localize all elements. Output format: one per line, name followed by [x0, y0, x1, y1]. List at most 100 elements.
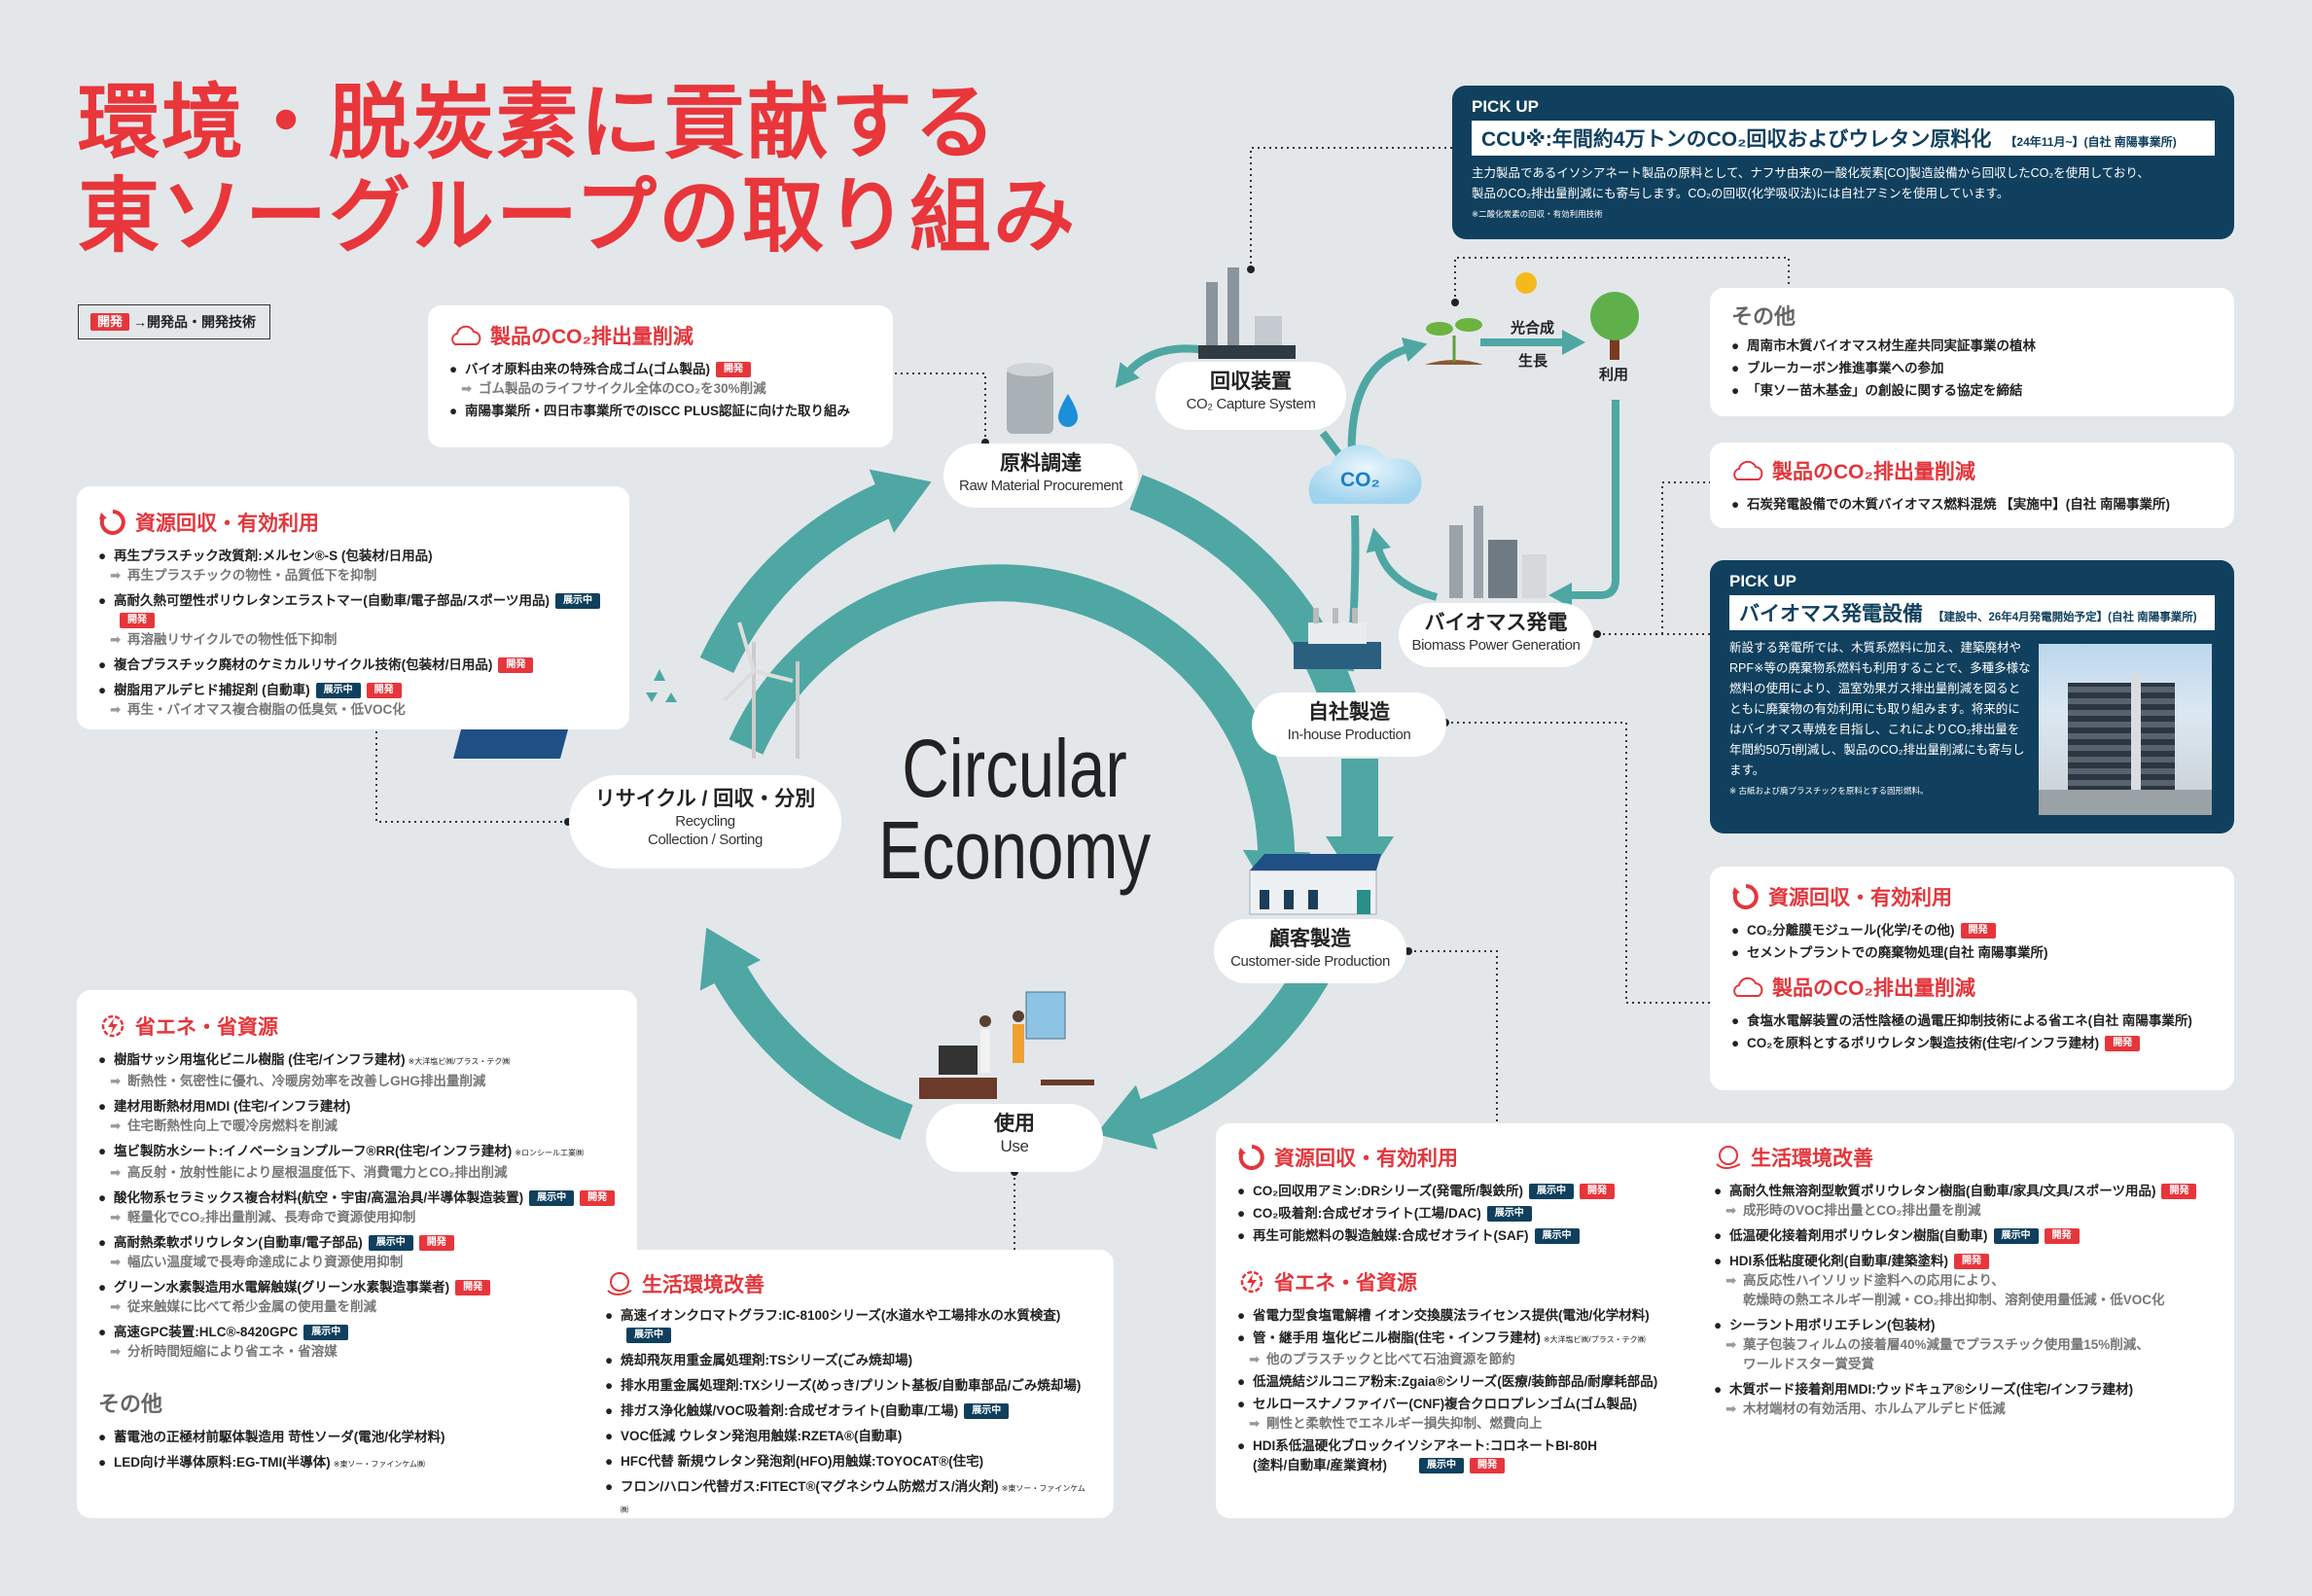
item-text: セルロースナノファイバー(CNF)複合クロロプレンゴム(ゴム製品) [1253, 1397, 1638, 1411]
item-text: HDI系低温硬化ブロックイソシアネート:コロネートBI-80H [1253, 1438, 1598, 1453]
list-item: ●食塩水電解装置の活性陰極の過電圧抑制技術による省エネ(自社 南陽事業所) [1731, 1011, 2213, 1031]
list-item: ●ブルーカーボン推進事業への参加 [1731, 359, 2213, 378]
bullet-icon: ● [1237, 1330, 1246, 1345]
section-heading: 省エネ・省資源 [1237, 1267, 1704, 1296]
bullet-icon: ● [449, 404, 458, 418]
customer-right-column: 生活環境改善 ●高耐久性無溶剤型軟質ポリウレタン樹脂(自動車/家具/文具/スポー… [1714, 1143, 2229, 1425]
list-item: ●蓄電池の正極材前駆体製造用 苛性ソーダ(電池/化学材料) [98, 1428, 616, 1447]
inhouse-production-box: 資源回収・有効利用 ●CO₂分離膜モジュール(化学/その他)開発●セメントプラン… [1710, 867, 2234, 1090]
globe-hand-icon [1716, 1146, 1741, 1169]
node-en-label-2: Collection / Sorting [648, 832, 763, 848]
tree-icon [1590, 292, 1639, 360]
dev-badge: 開発 [2161, 1184, 2197, 1199]
item-effect: 幅広い温度域で長寿命達成により資源使用抑制 [110, 1253, 616, 1272]
item-text: HFC代替 新規ウレタン発泡剤(HFO)用触媒:TOYOCAT®(住宅) [621, 1454, 984, 1469]
list-item: ●フロン/ハロン代替ガス:FITECT®(マグネシウム防燃ガス/消火剤)※東ソー… [605, 1477, 1092, 1520]
node-customer-production[interactable]: 顧客製造 Customer-side Production [1214, 919, 1406, 983]
node-co2-capture[interactable]: 回収装置 CO₂ Capture System [1156, 362, 1346, 430]
item-text: 再生可能燃料の製造触媒:合成ゼオライト(SAF) [1253, 1228, 1529, 1243]
node-biomass-power[interactable]: バイオマス発電 Biomass Power Generation [1399, 603, 1593, 667]
arrow-customer-to-use [1095, 965, 1329, 1150]
exhibit-badge: 展示中 [1529, 1184, 1575, 1199]
list-item: ●樹脂サッシ用塩化ビニル樹脂 (住宅/インフラ建材)※大洋塩ビ㈱/プラス・テク㈱… [98, 1050, 616, 1091]
item-list: ●再生プラスチック改質剤:メルセン®-S (包装材/日用品)再生プラスチックの物… [98, 547, 608, 720]
node-jp-label: 使用 [994, 1113, 1035, 1135]
item-text: CO₂を原料とするポリウレタン製造技術(住宅/インフラ建材) [1747, 1036, 2100, 1050]
dev-badge: 開発 [120, 613, 155, 628]
list-item: ●高耐熱柔軟ポリウレタン(自動車/電子部品)展示中開発幅広い温度域で長寿命達成に… [98, 1233, 616, 1272]
item-badges: 展示中開発 [1413, 1456, 1704, 1475]
exhibit-badge: 展示中 [368, 1235, 413, 1251]
heading-text: 製品のCO₂排出量削減 [1772, 977, 1975, 1000]
bullet-icon: ● [1237, 1397, 1246, 1411]
item-list: ●高耐久性無溶剤型軟質ポリウレタン樹脂(自動車/家具/文具/スポーツ用品)開発成… [1714, 1182, 2229, 1419]
exhibit-badge: 展示中 [1486, 1206, 1532, 1222]
title-line-1: 環境・脱炭素に貢献する [78, 77, 999, 168]
others-list: ●蓄電池の正極材前駆体製造用 苛性ソーダ(電池/化学材料) ● LED向け半導体原料… [98, 1428, 616, 1474]
capture-plant-icon [1198, 267, 1296, 359]
heading-text: 製品のCO₂排出量削減 [1772, 461, 1975, 483]
list-item: ●複合プラスチック廃材のケミカルリサイクル技術(包装材/日用品)開発 [98, 656, 608, 675]
node-jp-label: バイオマス発電 [1424, 612, 1568, 634]
item-effect: 断熱性・気密性に優れ、冷暖房効率を改善しGHG排出量削減 [110, 1072, 616, 1091]
dev-badge: 開発 [580, 1190, 616, 1206]
item-effect: ワールドスター賞受賞 [1743, 1357, 1874, 1371]
center-line-1: Circular [902, 723, 1127, 814]
item-text: シーラント用ポリエチレン(包装材) [1729, 1318, 1936, 1332]
heading-text: 資源回収・有効利用 [1274, 1148, 1458, 1170]
photosynthesis-label: 光合成 [1511, 320, 1555, 337]
list-item: ●CO₂吸着剤:合成ゼオライト(工場/DAC)展示中 [1237, 1204, 1704, 1224]
pickup-title-text: バイオマス発電設備 [1739, 603, 1923, 625]
list-item: ●CO₂回収用アミン:DRシリーズ(発電所/製鉄所)展示中開発 [1237, 1182, 1704, 1201]
exhibit-badge: 展示中 [554, 593, 600, 609]
item-text: 酸化物系セラミックス複合材料(航空・宇宙/高温治具/半導体製造装置) [114, 1190, 524, 1205]
list-item: ●周南市木質バイオマス材生産共同実証事業の植林 [1731, 337, 2213, 356]
energy-bolt-icon [1240, 1270, 1263, 1294]
pickup-ccu-box: PICK UP CCU※:年間約4万トンのCO₂回収およびウレタン原料化【24年… [1452, 86, 2234, 239]
node-en-label: CO₂ Capture System [1186, 396, 1316, 412]
exhibit-badge: 展示中 [303, 1325, 349, 1340]
node-recycling[interactable]: リサイクル / 回収・分別 Recycling Collection / Sor… [569, 775, 841, 869]
legend: 開発 →開発品・開発技術 [78, 304, 270, 339]
bullet-icon: ● [98, 683, 107, 697]
list-item: ●高速イオンクロマトグラフ:IC-8100シリーズ(水道水や工場排水の水質検査)… [605, 1306, 1092, 1345]
pickup-footnote: ※ 古紙および廃プラスチックを原料とする固形燃料。 [1729, 786, 1929, 796]
title-line-2: 東ソーグループの取り組み [78, 170, 1077, 262]
dev-badge: 開発 [2044, 1228, 2080, 1244]
item-text: フロン/ハロン代替ガス:FITECT®(マグネシウム防燃ガス/消火剤) [621, 1479, 999, 1494]
item-text: 食塩水電解装置の活性陰極の過電圧抑制技術による省エネ(自社 南陽事業所) [1747, 1013, 2192, 1028]
dev-badge: 開発 [2105, 1036, 2141, 1051]
list-item: ●VOC低減 ウレタン発泡用触媒:RZETA®(自動車) [605, 1427, 1092, 1446]
arrow-recycling-to-customer [729, 564, 1311, 904]
node-inhouse-production[interactable]: 自社製造 In-house Production [1252, 692, 1446, 757]
bullet-icon: ● [1714, 1318, 1723, 1332]
list-item: ●高耐久性無溶剤型軟質ポリウレタン樹脂(自動車/家具/文具/スポーツ用品)開発成… [1714, 1182, 2229, 1221]
arrow-biomass-to-cloud [1366, 527, 1439, 601]
others-heading: その他 [1731, 304, 1796, 329]
exhibit-badge: 展示中 [1419, 1458, 1464, 1473]
others-box: その他 ●周南市木質バイオマス材生産共同実証事業の植林 ●ブルーカーボン推進事業へ… [1710, 288, 2234, 416]
list-item: ●建材用断熱材用MDI (住宅/インフラ建材)住宅断熱性向上で暖冷房燃料を削減 [98, 1097, 616, 1136]
bullet-icon: ● [1714, 1184, 1723, 1198]
node-use[interactable]: 使用 Use [926, 1104, 1103, 1172]
item-text: グリーン水素製造用水電解触媒(グリーン水素製造事業者) [114, 1280, 450, 1295]
household-use-icon [919, 991, 1094, 1099]
item-list: ●省電力型食塩電解槽 イオン交換膜法ライセンス提供(電池/化学材料)●管・継手用… [1237, 1306, 1704, 1475]
item-text: LED向け半導体原料:EG-TMI(半導体) [114, 1455, 331, 1470]
pickup-title: バイオマス発電設備【建設中、26年4月発電開始予定】(自社 南陽事業所) [1729, 595, 2215, 630]
bullet-icon: ● [1237, 1206, 1246, 1221]
node-jp-label: 原料調達 [1000, 452, 1082, 475]
arrow-capture-to-raw-material [1115, 344, 1207, 388]
utilization-label: 利用 [1599, 367, 1629, 383]
biomass-co2-box: 製品のCO₂排出量削減 ●石炭発電設備での木質バイオマス燃料混焼 【実施中】(自… [1710, 443, 2234, 528]
exhibit-badge: 展示中 [1534, 1228, 1580, 1244]
list-item: ●高速GPC装置:HLC®-8420GPC展示中分析時間短縮により省エネ・省溶媒 [98, 1323, 616, 1362]
list-item: ●LED向け半導体原料:EG-TMI(半導体)※東ソー・ファインケム㈱ [98, 1453, 616, 1474]
bullet-icon: ● [98, 1455, 107, 1470]
bullet-icon: ● [98, 549, 107, 563]
node-raw-material[interactable]: 原料調達 Raw Material Procurement [943, 443, 1138, 508]
item-text: 高速イオンクロマトグラフ:IC-8100シリーズ(水道水や工場排水の水質検査) [621, 1308, 1061, 1323]
list-item: ●酸化物系セラミックス複合材料(航空・宇宙/高温治具/半導体製造装置)展示中開発… [98, 1188, 616, 1227]
node-en-label: Customer-side Production [1230, 953, 1390, 970]
